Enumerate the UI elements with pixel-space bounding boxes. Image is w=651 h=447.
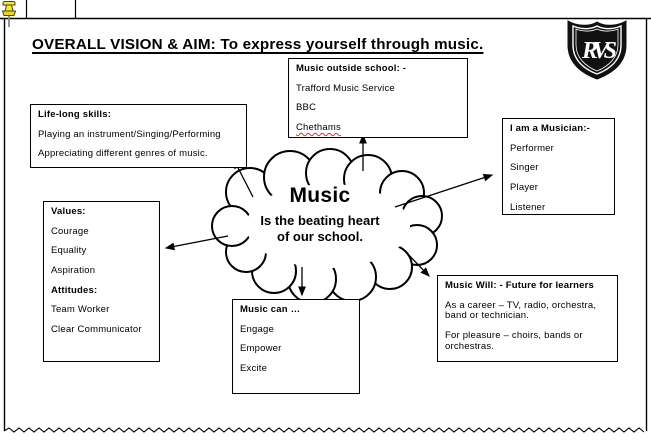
box-item: Chethams	[296, 121, 460, 134]
box-item: Appreciating different genres of music.	[38, 148, 208, 160]
box-item: Listener	[510, 201, 546, 213]
misspelled-word: Chethams	[296, 121, 341, 133]
box-item: Performer	[510, 142, 555, 154]
box-values-attitudes: Values: Courage Equality Aspiration Atti…	[43, 201, 160, 362]
box-item: Excite	[240, 362, 268, 374]
box-music-will: Music Will: - Future for learners As a c…	[437, 275, 618, 362]
box-header: I am a Musician:-	[510, 123, 590, 134]
box-item: Courage	[51, 225, 89, 237]
cloud-title: Music	[289, 184, 351, 207]
box-life-long-skills: Life-long skills: Playing an instrument/…	[30, 104, 247, 168]
arrow-to-music-will	[403, 249, 430, 277]
box-item: Player	[510, 181, 539, 193]
box-item: Clear Communicator	[51, 323, 142, 335]
torn-edge-zigzag	[3, 427, 645, 433]
box-item: Playing an instrument/Singing/Performing	[38, 128, 221, 140]
box-i-am-a-musician: I am a Musician:- Performer Singer Playe…	[502, 118, 615, 215]
arrow-to-i-am-a-musician	[394, 173, 494, 208]
box-music-can: Music can … Engage Empower Excite	[232, 299, 360, 394]
box-item: Equality	[51, 245, 87, 257]
box-item: As a career – TV, radio, orchestra, band…	[445, 299, 597, 322]
cloud-subtitle: Is the beating heart of our school.	[260, 213, 380, 245]
box-header: Music outside school: -	[296, 63, 407, 74]
box-header: Music Will: - Future for learners	[445, 280, 595, 291]
box-item: For pleasure – choirs, bands or orchestr…	[445, 329, 583, 352]
box-header: Music can …	[240, 304, 301, 315]
box-item: Aspiration	[51, 264, 96, 276]
box-item: BBC	[296, 102, 317, 114]
box-header: Values:	[51, 206, 86, 217]
crest-monogram: RVS	[581, 38, 617, 64]
box-header: Attitudes:	[51, 284, 98, 296]
arrow-to-values	[164, 235, 229, 251]
box-music-outside-school: Music outside school: - Trafford Music S…	[288, 58, 468, 138]
page-title: OVERALL VISION & AIM: To express yoursel…	[32, 36, 484, 53]
pushpin-icon	[1, 1, 17, 27]
box-header: Life-long skills:	[38, 109, 112, 120]
cloud-shape	[211, 148, 443, 304]
school-crest-logo: RVS	[567, 20, 627, 80]
cloud-center-label: Music Is the beating heart of our school…	[240, 184, 400, 246]
page-frame	[0, 0, 651, 433]
box-item: Engage	[240, 323, 274, 335]
box-item: Team Worker	[51, 304, 110, 316]
box-item: Trafford Music Service	[296, 82, 395, 94]
box-item: Empower	[240, 343, 282, 355]
box-item: Singer	[510, 162, 539, 174]
